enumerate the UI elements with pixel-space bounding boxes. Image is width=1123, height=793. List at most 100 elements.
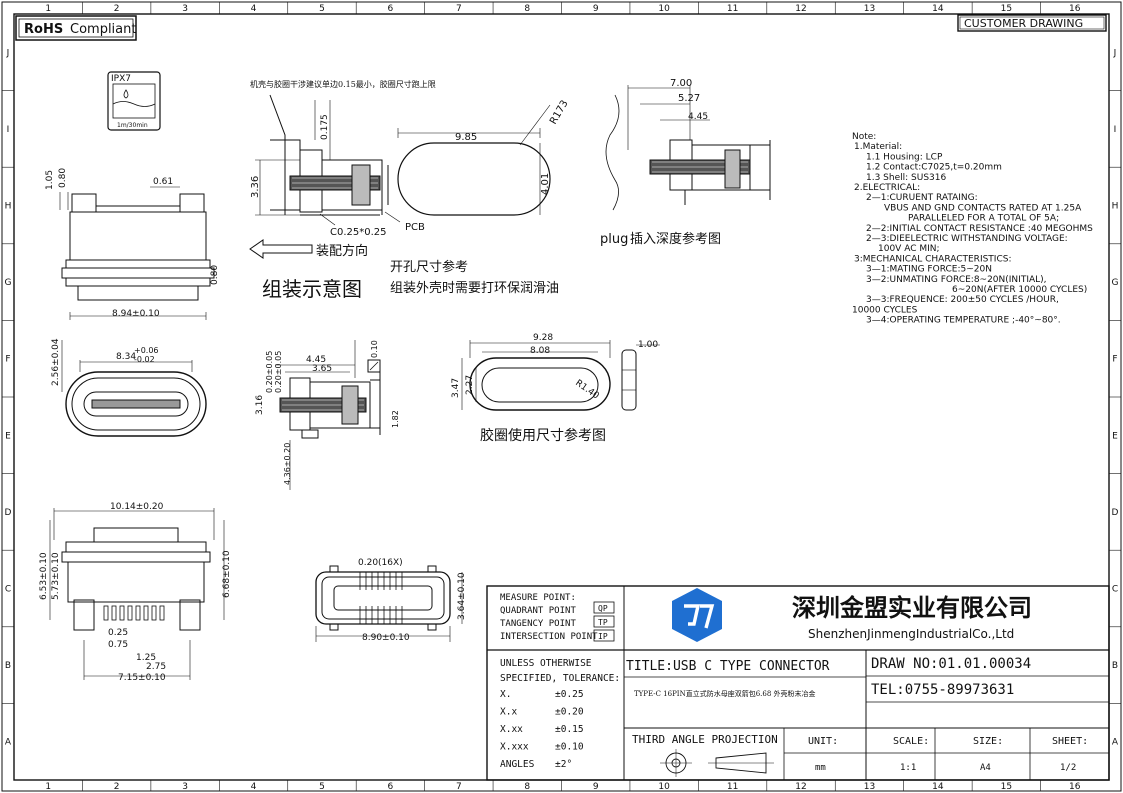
side-dim-0-10: 0.10 (370, 340, 379, 358)
tolerance-table: X.±0.25X.x±0.20X.xx±0.15X.xxx±0.10ANGLES… (500, 689, 584, 770)
assembly-direction-label: 装配方向 (316, 243, 368, 259)
row-label-left: E (5, 431, 11, 441)
row-label-right: A (1112, 738, 1119, 748)
column-label-top: 7 (456, 4, 462, 14)
front-dim-width: 8.94±0.10 (112, 309, 160, 319)
note-line: 3—2:UNMATING FORCE:8~20N(INITIAL), (866, 275, 1047, 285)
assembly-note-1: 开孔尺寸参考 (390, 259, 468, 275)
row-label-left: I (7, 125, 10, 135)
scale-label: SCALE: (893, 736, 929, 747)
drawing-title: TITLE:USB C TYPE CONNECTOR (626, 659, 830, 674)
column-label-bottom: 6 (388, 782, 394, 792)
measure-point-line: QUADRANT POINT (500, 606, 576, 616)
tolerance-key: X.xx (500, 724, 523, 735)
opening-dim-2-56: 2.56±0.04 (51, 338, 61, 386)
tolerance-key: X. (500, 689, 511, 700)
note-line: 3—1:MATING FORCE:5~20N (866, 265, 992, 275)
gasket-dim-3-47: 3.47 (451, 378, 461, 398)
row-label-left: D (5, 508, 12, 518)
tolerance-key: X.xxx (500, 742, 529, 753)
note-line: 2.ELECTRICAL: (854, 183, 920, 193)
company-name-en: ShenzhenJinmengIndustrialCo.,Ltd (808, 627, 1014, 641)
row-label-left: B (5, 661, 11, 671)
note-line: 1.Material: (854, 142, 902, 152)
bottom-view (49, 508, 225, 680)
opening-view (61, 340, 207, 437)
row-label-right: E (1112, 431, 1118, 441)
measure-code: QP (598, 604, 608, 613)
compliant-label: Compliant (70, 22, 136, 37)
opening-dim-8-34: 8.34 (116, 352, 136, 362)
pcb-label: PCB (405, 222, 425, 233)
assembly-view (249, 94, 551, 259)
dim-r173: R173 (548, 98, 571, 126)
plug-insertion-view (605, 85, 771, 211)
plug-label-prefix: plug (600, 232, 628, 247)
measure-code: TP (598, 618, 608, 627)
bottom-dim-6-68: 6.68±0.10 (222, 550, 232, 598)
rohs-label: RoHS (24, 22, 63, 37)
dim-4-45: 4.45 (688, 112, 708, 122)
column-label-bottom: 12 (795, 782, 806, 792)
side-dim-1-82: 1.82 (391, 410, 400, 428)
row-label-right: B (1112, 661, 1118, 671)
bottom-dim-5-73: 5.73±0.10 (51, 552, 61, 600)
dim-4-01: 4.01 (540, 173, 551, 195)
tolerance-heading-2: SPECIFIED, TOLERANCE: (500, 673, 620, 684)
column-label-bottom: 1 (45, 782, 51, 792)
size-label: SIZE: (973, 736, 1003, 747)
scale-value: 1:1 (900, 763, 916, 773)
column-label-top: 1 (45, 4, 51, 14)
tolerance-key: ANGLES (500, 759, 535, 770)
gasket-dim-9-28: 9.28 (533, 333, 553, 343)
column-label-bottom: 8 (524, 782, 530, 792)
column-label-bottom: 2 (114, 782, 120, 792)
side-dim-0-20a: 0.20±0.05 (265, 351, 274, 393)
note-line: PARALLELED FOR A TOTAL OF 5A; (908, 214, 1059, 224)
side-dim-3-65: 3.65 (312, 364, 332, 374)
side-dim-4-45: 4.45 (306, 355, 326, 365)
tolerance-value: ±2° (555, 759, 572, 770)
row-label-left: J (6, 48, 10, 58)
measure-code: IP (598, 632, 608, 641)
title-block (486, 585, 1110, 781)
bottom-dim-0-25: 0.25 (108, 628, 128, 638)
note-line: VBUS AND GND CONTACTS RATED AT 1.25A (884, 203, 1082, 213)
telephone: TEL:0755-89973631 (871, 682, 1014, 698)
side-dim-0-20b: 0.20±0.05 (274, 351, 283, 393)
column-label-top: 2 (114, 4, 120, 14)
tolerance-value: ±0.10 (555, 742, 584, 753)
customer-drawing-label: CUSTOMER DRAWING (964, 17, 1083, 30)
company-name-cn: 深圳金盟实业有限公司 (792, 594, 1032, 622)
top-dim-8-90: 8.90±0.10 (362, 633, 410, 643)
column-label-top: 5 (319, 4, 325, 14)
column-label-top: 4 (251, 4, 257, 14)
note-line: 1.3 Shell: SUS316 (866, 173, 946, 183)
gasket-dim-8-08: 8.08 (530, 346, 550, 356)
column-label-top: 11 (727, 4, 738, 14)
side-section-view (275, 340, 381, 490)
tolerance-key: X.x (500, 707, 517, 718)
column-label-top: 16 (1069, 4, 1081, 14)
note-line: Note: (852, 132, 876, 142)
customer-drawing-badge: CUSTOMER DRAWING (957, 14, 1107, 32)
rohs-badge: RoHS Compliant (15, 15, 137, 41)
row-label-right: D (1112, 508, 1119, 518)
column-label-bottom: 11 (727, 782, 738, 792)
note-line: 10000 CYCLES (852, 305, 918, 315)
bottom-dim-10-14: 10.14±0.20 (110, 502, 164, 512)
gasket-view (461, 340, 660, 411)
front-dim-0-80b: 0.80 (210, 265, 220, 285)
bottom-dim-7-15: 7.15±0.10 (118, 673, 166, 683)
column-label-bottom: 10 (658, 782, 670, 792)
column-label-bottom: 9 (593, 782, 599, 792)
company-logo-icon (672, 588, 722, 642)
row-label-left: C (5, 585, 11, 595)
bottom-dim-1-25: 1.25 (136, 653, 156, 663)
column-label-top: 13 (864, 4, 875, 14)
front-dim-1-05: 1.05 (45, 170, 55, 190)
row-label-right: C (1112, 585, 1118, 595)
column-label-top: 12 (795, 4, 806, 14)
